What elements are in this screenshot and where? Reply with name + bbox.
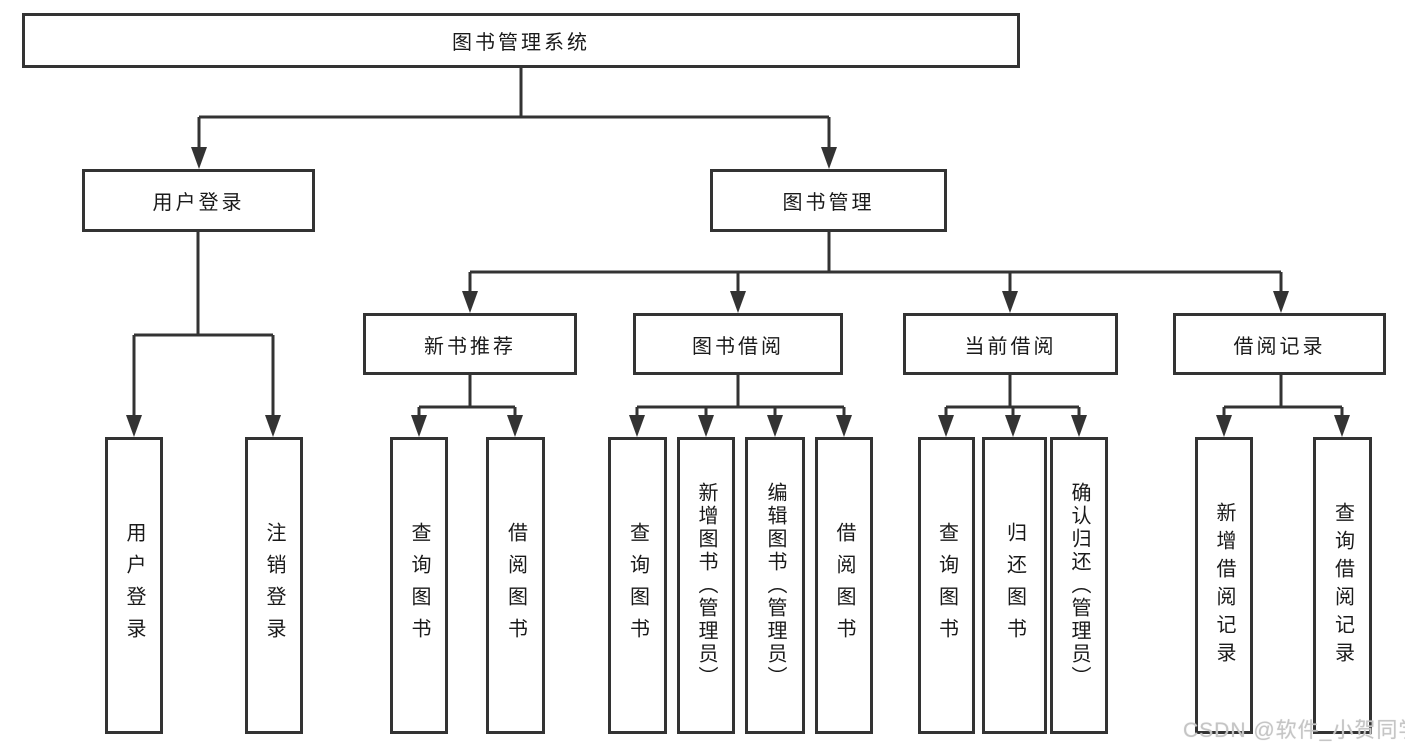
leaf-user-login: 用户登录 bbox=[105, 437, 163, 734]
leaf-edit-books-admin: 编辑图书（管理员） bbox=[745, 437, 805, 734]
node-new-book-recommend: 新书推荐 bbox=[363, 313, 577, 375]
leaf-query-books-current: 查询图书 bbox=[918, 437, 975, 734]
node-current-borrowing: 当前借阅 bbox=[903, 313, 1118, 375]
leaf-add-borrow-record: 新增借阅记录 bbox=[1195, 437, 1253, 734]
leaf-query-borrow-record: 查询借阅记录 bbox=[1313, 437, 1372, 734]
leaf-add-books-admin: 新增图书（管理员） bbox=[677, 437, 735, 734]
node-book-management: 图书管理 bbox=[710, 169, 947, 232]
node-borrowing-records: 借阅记录 bbox=[1173, 313, 1386, 375]
leaf-logout-login: 注销登录 bbox=[245, 437, 303, 734]
node-library-management-system: 图书管理系统 bbox=[22, 13, 1020, 68]
leaf-return-books: 归还图书 bbox=[982, 437, 1047, 734]
watermark: CSDN @软件_小贺同学 bbox=[1183, 719, 1405, 742]
leaf-query-books-borrowing: 查询图书 bbox=[608, 437, 667, 734]
leaf-confirm-return-admin: 确认归还（管理员） bbox=[1050, 437, 1108, 734]
leaf-borrow-books-recommend: 借阅图书 bbox=[486, 437, 545, 734]
node-user-login: 用户登录 bbox=[82, 169, 315, 232]
leaf-borrow-books: 借阅图书 bbox=[815, 437, 873, 734]
leaf-query-books-recommend: 查询图书 bbox=[390, 437, 448, 734]
arrowhead-icons bbox=[126, 147, 1350, 437]
node-book-borrowing: 图书借阅 bbox=[633, 313, 843, 375]
